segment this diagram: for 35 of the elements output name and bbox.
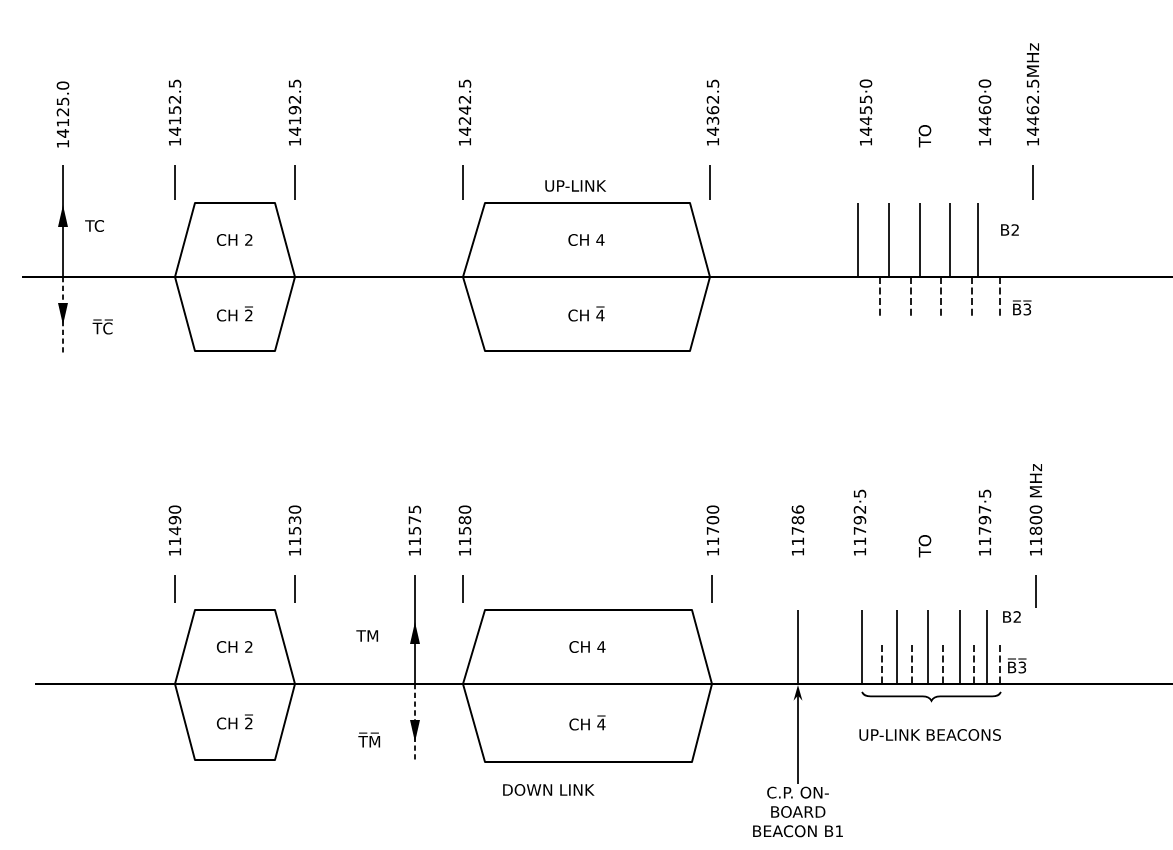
band-label: T̅M̅ [358, 732, 381, 748]
channel-hexagon: CH 2 CH 2̅ [174, 202, 296, 352]
frequency-label: 14242.5 [458, 79, 472, 146]
band-label: TC [85, 220, 105, 232]
band-label: TM [356, 630, 379, 642]
frequency-label: 14460·0 [978, 79, 992, 146]
frequency-label: 14192.5 [288, 79, 302, 146]
frequency-label: 11800 MHz [1029, 463, 1043, 556]
channel-hexagon: CH 4 CH 4̅ [462, 202, 711, 352]
frequency-label: 11786 [791, 505, 805, 556]
frequency-label: 14462.5MHz [1026, 43, 1040, 146]
frequency-label: 11797·5 [978, 489, 992, 556]
frequency-label: 11530 [288, 505, 302, 556]
frequency-label: 11575 [408, 505, 422, 556]
frequency-label: 11700 [706, 505, 720, 556]
frequency-label: 11490 [168, 505, 182, 556]
frequency-label: 14455·0 [859, 79, 873, 146]
band-label: DOWN LINK [503, 784, 595, 796]
band-label: B2 [1001, 224, 1019, 236]
band-label: B2 [1003, 611, 1021, 623]
channel-hexagon: CH 2 CH 2̅ [174, 609, 296, 761]
frequency-label: 14152.5 [168, 79, 182, 146]
channel-hexagon: CH 4 CH 4̅ [462, 609, 713, 763]
band-label: B̅3̅ [1012, 300, 1032, 316]
band-label: T̅C̅ [92, 319, 113, 335]
frequency-label: 11580 [458, 505, 472, 556]
frequency-label: TO [918, 534, 932, 558]
frequency-label: 11792·5 [853, 489, 867, 556]
frequency-label: 14125.0 [56, 81, 70, 148]
spectral-line [797, 610, 799, 684]
frequency-label: 14362.5 [706, 79, 720, 146]
band-label: UP-LINK BEACONS [859, 729, 1002, 741]
beacon-caption: C.P. ON-BOARD BEACON B1 [753, 786, 843, 838]
frequency-label: TO [918, 124, 932, 148]
band-label: B̅3̅ [1007, 658, 1027, 674]
